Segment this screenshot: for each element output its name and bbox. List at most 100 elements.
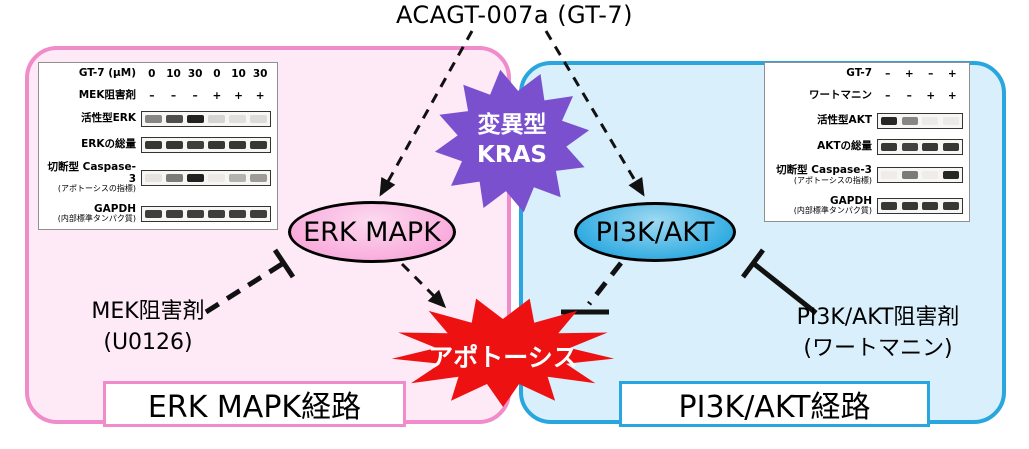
blot-lane	[206, 138, 227, 152]
blot-row-label: 活性型AKT	[817, 113, 872, 126]
protein-band	[942, 142, 959, 151]
blot-row-label: 活性型ERK	[81, 112, 136, 125]
blot-band-strip	[141, 111, 271, 128]
protein-band	[250, 115, 267, 124]
inhibit-wortmannin-to-pi3k-line	[751, 261, 818, 315]
blot-lane-value: –	[906, 90, 912, 103]
protein-band	[901, 171, 918, 180]
blot-lane	[879, 168, 900, 182]
blot-band-row: 活性型ERK	[45, 111, 271, 128]
blot-row-label: 切断型 Caspase-3(アポトーシスの指標)	[47, 161, 136, 194]
pi3k-akt-node-label: PI3K/AKT	[595, 216, 715, 248]
protein-band	[208, 174, 225, 183]
protein-band	[145, 209, 162, 218]
blot-band-row: 活性型AKT	[771, 112, 963, 129]
blot-lane	[227, 138, 248, 152]
blot-lane-value: –	[885, 90, 891, 103]
protein-band	[942, 171, 959, 180]
protein-band	[922, 171, 939, 180]
protein-band	[942, 116, 959, 125]
blot-lane	[206, 112, 227, 126]
arrow-erk-to-apoptosis	[400, 262, 447, 309]
blot-lane	[164, 112, 185, 126]
blot-lane	[164, 207, 185, 221]
protein-band	[166, 140, 183, 149]
protein-band	[250, 209, 267, 218]
protein-band	[229, 140, 246, 149]
blot-lane	[920, 199, 941, 213]
protein-band	[145, 140, 162, 149]
blot-lane-value: 30	[187, 68, 203, 80]
blot-lane-value: –	[885, 68, 891, 80]
protein-band	[942, 201, 959, 210]
blot-row-label: ERKの総量	[81, 137, 136, 150]
blot-lane-value: –	[149, 89, 155, 102]
blot-lane	[879, 199, 900, 213]
blot-lane-value: 10	[166, 68, 181, 80]
blot-lane	[900, 140, 921, 154]
protein-band	[145, 174, 162, 183]
protein-band	[208, 115, 225, 124]
blot-lane	[900, 114, 921, 128]
blot-lane-value: +	[947, 68, 957, 80]
apoptosis-burst-label: アポトーシス	[428, 343, 578, 372]
pi3k-inhibitor-name: PI3K/AKT阻害剤	[796, 305, 960, 330]
blot-row-label: GT-7	[846, 67, 872, 80]
pi3k-inhibitor-label: PI3K/AKT阻害剤 (ワートマニン)	[773, 303, 983, 365]
blot-lane	[248, 171, 269, 185]
protein-band	[229, 209, 246, 218]
blot-lane	[879, 140, 900, 154]
erk-mapk-node-label: ERK MAPK	[303, 216, 441, 248]
protein-band	[881, 171, 898, 180]
blot-lane	[248, 207, 269, 221]
protein-band	[922, 201, 939, 210]
kras-starburst	[434, 69, 590, 213]
blot-row-label: GAPDH(内部標準タンパク質)	[57, 202, 136, 224]
blot-lane	[941, 168, 962, 182]
blot-lane	[227, 207, 248, 221]
erk-mapk-node: ERK MAPK	[288, 201, 456, 263]
blot-lane	[185, 207, 206, 221]
mek-inhibitor-label: MEK阻害剤 (U0126)	[58, 297, 238, 359]
mek-inhibitor-name: MEK阻害剤	[91, 299, 205, 324]
pi3k-akt-node: PI3K/AKT	[574, 202, 736, 262]
blot-row-label: 切断型 Caspase-3(アポトーシスの指標)	[776, 164, 872, 185]
blot-lane	[185, 171, 206, 185]
blot-lane	[206, 171, 227, 185]
blot-lane	[920, 114, 941, 128]
blot-lane	[941, 199, 962, 213]
blot-band-strip	[877, 197, 963, 214]
protein-band	[250, 140, 267, 149]
inhibit-pi3k-to-apoptosis-line	[587, 261, 623, 306]
blot-lane	[185, 138, 206, 152]
pi3k-pathway-title-text: PI3K/AKT経路	[678, 390, 871, 425]
blot-lane	[143, 112, 164, 126]
kras-burst-line1: 変異型	[477, 112, 547, 138]
blot-band-strip	[877, 138, 963, 155]
protein-band	[881, 116, 898, 125]
blot-lane	[879, 114, 900, 128]
blot-band-strip	[877, 167, 963, 184]
blot-lane	[143, 138, 164, 152]
blot-lane-value: +	[904, 68, 914, 80]
blot-condition-values: –––+++	[141, 90, 271, 102]
blot-condition-row: GT-7 – + – +	[771, 68, 963, 80]
protein-band	[208, 140, 225, 149]
blot-row-label: AKTの総量	[817, 139, 872, 152]
protein-band	[901, 116, 918, 125]
blot-lane-value: 10	[231, 68, 246, 80]
blot-lane	[227, 112, 248, 126]
arrow-gt7-to-pi3k	[544, 30, 645, 197]
blot-condition-row: MEK阻害剤–––+++	[45, 89, 271, 102]
protein-band	[166, 209, 183, 218]
blot-lane	[206, 207, 227, 221]
blot-lane-value: –	[928, 68, 934, 80]
arrow-gt7-to-erk	[379, 30, 474, 197]
kras-burst-label: 変異型 KRAS	[450, 111, 574, 171]
protein-band	[881, 142, 898, 151]
protein-band	[901, 142, 918, 151]
